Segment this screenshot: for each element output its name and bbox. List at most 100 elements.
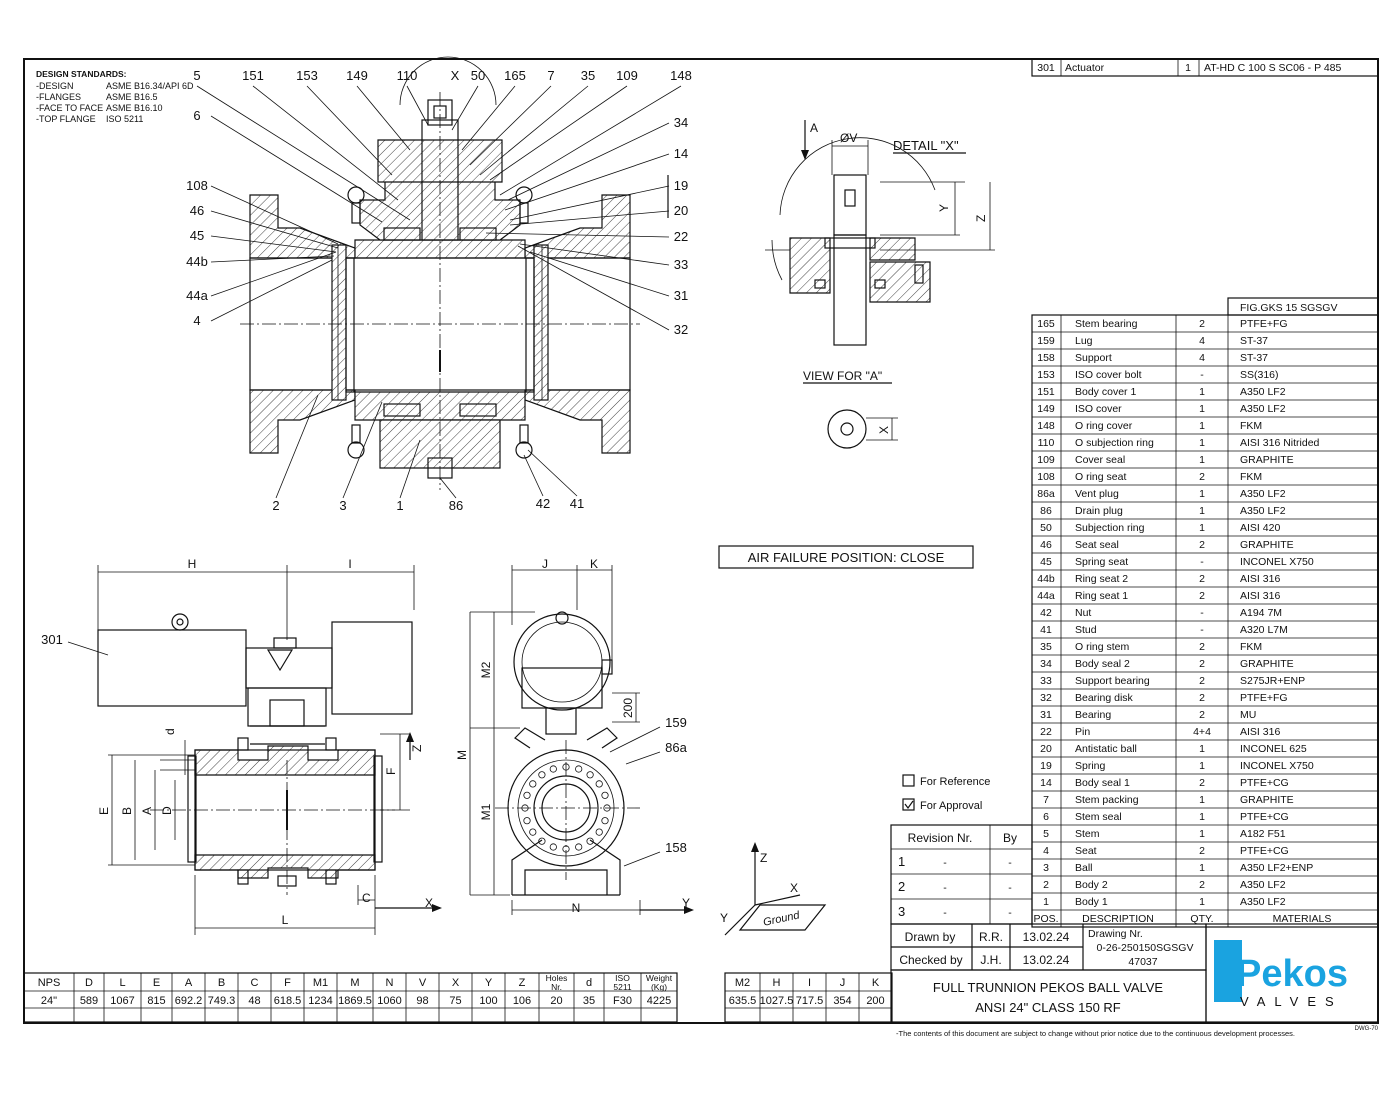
bom-description: Bearing <box>1075 709 1111 721</box>
design-standard-key: -FACE TO FACE <box>36 103 103 113</box>
dims-header: ISO <box>615 973 630 983</box>
balloon-151: 151 <box>242 68 264 83</box>
bom-material: AISI 316 <box>1240 590 1280 602</box>
bom-material: AISI 316 <box>1240 726 1280 738</box>
bom-qty: 2 <box>1199 318 1205 330</box>
balloon-20: 20 <box>674 203 688 218</box>
dims-value: 24" <box>41 995 57 1007</box>
design-standard-key: -TOP FLANGE <box>36 114 96 124</box>
dim-small-d: d <box>163 728 177 735</box>
axes-triad: Z X Y Ground <box>720 842 827 936</box>
dims-header: Holes <box>546 973 568 983</box>
revision-table: Revision Nr.By1--2--3-- <box>890 824 1033 925</box>
balloon-148: 148 <box>670 68 692 83</box>
bom-header-qty: QTY. <box>1190 913 1213 925</box>
dims-header: J <box>840 977 846 989</box>
bom-description: Stem <box>1075 828 1100 840</box>
bom-qty: 1 <box>1199 811 1205 823</box>
bom-description: Stem seal <box>1075 811 1122 823</box>
title-block: Drawn by R.R. 13.02.24 Checked by J.H. 1… <box>890 923 1379 1023</box>
logo-box <box>1205 923 1379 1023</box>
bom-header-desc: DESCRIPTION <box>1082 913 1154 925</box>
bom-material: AISI 316 <box>1240 573 1280 585</box>
balloon-31: 31 <box>674 288 688 303</box>
balloon-45: 45 <box>190 228 204 243</box>
bom-qty: 4+4 <box>1193 726 1211 738</box>
bom-pos: 109 <box>1037 454 1055 466</box>
bom-material: PTFE+CG <box>1240 777 1289 789</box>
bom-qty: - <box>1200 624 1204 636</box>
bom-pos: 159 <box>1037 335 1055 347</box>
ground-plane <box>738 904 827 931</box>
bom-material: GRAPHITE <box>1240 539 1294 551</box>
bom-material: GRAPHITE <box>1240 454 1294 466</box>
bom-description: O ring seat <box>1075 471 1126 483</box>
bom-qty: 2 <box>1199 658 1205 670</box>
bom-material: A350 LF2+ENP <box>1240 862 1313 874</box>
dims-header: H <box>773 977 781 989</box>
approval-label: For Approval <box>920 800 982 812</box>
bom-pos: 32 <box>1040 692 1052 704</box>
balloon-22: 22 <box>674 229 688 244</box>
drawn-by-label: Drawn by <box>905 930 956 944</box>
bom-qty: 1 <box>1199 488 1205 500</box>
dims-value: 1067 <box>110 995 134 1007</box>
bom-pos: 108 <box>1037 471 1055 483</box>
actuator-balloon: 301 <box>41 632 63 647</box>
balloon-32: 32 <box>674 322 688 337</box>
bom-pos: 7 <box>1043 794 1049 806</box>
bom-pos: 35 <box>1040 641 1052 653</box>
dims-header: Nr. <box>551 982 562 992</box>
bom-pos: 33 <box>1040 675 1052 687</box>
dims-value: 1027.5 <box>760 995 794 1007</box>
bom-pos: 14 <box>1040 777 1052 789</box>
dims-header: K <box>872 977 880 989</box>
dims-header: I <box>808 977 811 989</box>
balloon-44a: 44a <box>186 288 208 303</box>
balloon-4: 4 <box>193 313 200 328</box>
bom-description: Bearing disk <box>1075 692 1134 704</box>
dims-header: NPS <box>38 977 61 989</box>
bom-description: Vent plug <box>1075 488 1119 500</box>
bom-pos: 165 <box>1037 318 1055 330</box>
actuator-material: AT-HD C 100 S SC06 - P 485 <box>1204 62 1342 74</box>
bom-pos: 4 <box>1043 845 1049 857</box>
dim-c: C <box>362 891 371 905</box>
bom-material: AISI 316 Nitrided <box>1240 437 1320 449</box>
view-for-a-title: VIEW FOR "A" <box>803 369 882 383</box>
bom-material: FKM <box>1240 641 1262 653</box>
dims-value: 749.3 <box>208 995 236 1007</box>
balloon-149: 149 <box>346 68 368 83</box>
revision-by: - <box>1008 882 1012 894</box>
view-a-circle <box>827 409 867 449</box>
approval-checkbox[interactable] <box>902 798 915 811</box>
bom-description: Antistatic ball <box>1075 743 1137 755</box>
reference-checkbox[interactable] <box>902 774 915 787</box>
axis-x: X <box>790 881 798 895</box>
bom-description: Seat seal <box>1075 539 1119 551</box>
revision-description: - <box>943 882 947 894</box>
dims-value: 1869.5 <box>338 995 372 1007</box>
dims-value: 98 <box>416 995 428 1007</box>
bom-material: ST-37 <box>1240 352 1268 364</box>
bom-qty: 4 <box>1199 335 1205 347</box>
bom-description: Support bearing <box>1075 675 1150 687</box>
checked-date: 13.02.24 <box>1023 953 1070 967</box>
bom-material: ST-37 <box>1240 335 1268 347</box>
dim-i: I <box>348 557 351 571</box>
bom-material: INCONEL X750 <box>1240 556 1314 568</box>
revision-header: Revision Nr. <box>908 831 973 845</box>
bom-material: PTFE+FG <box>1240 692 1288 704</box>
